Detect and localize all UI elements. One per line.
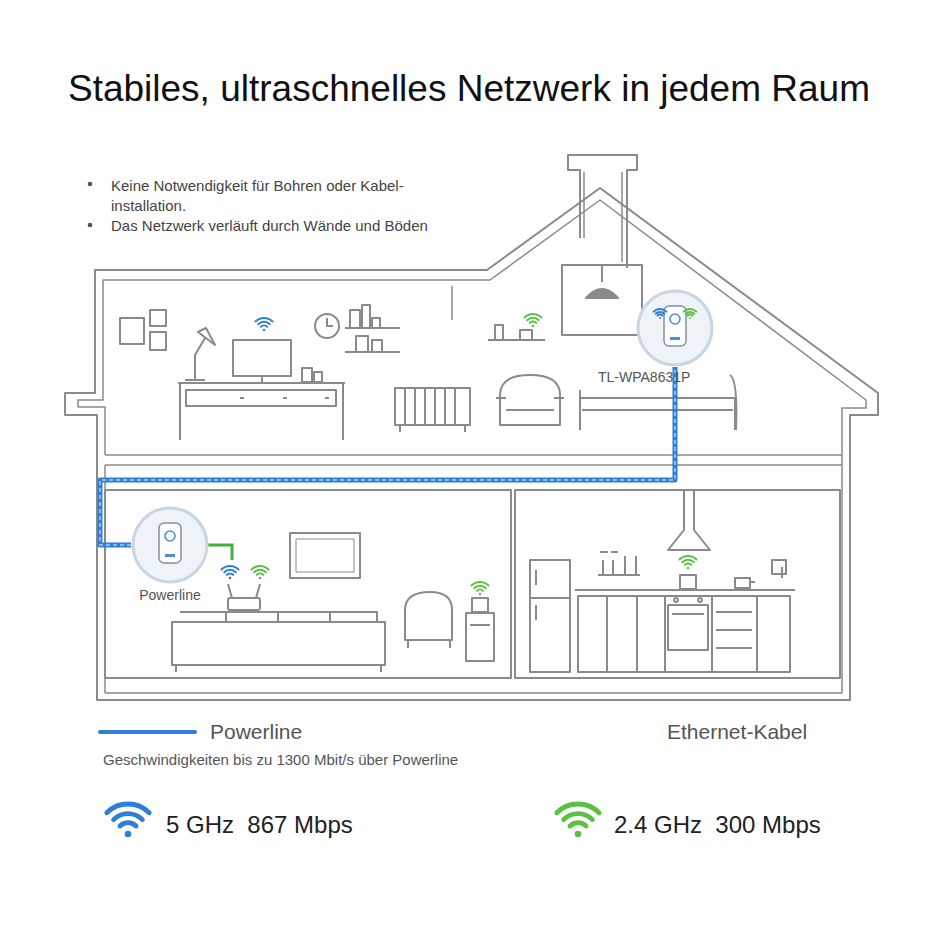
wifi-arc bbox=[472, 582, 489, 586]
wifi-arc bbox=[477, 589, 483, 590]
adapter-body bbox=[159, 523, 181, 563]
adapter-circle: Powerline bbox=[131, 506, 209, 584]
wifi-arc bbox=[107, 804, 149, 813]
wifi-arc bbox=[686, 312, 695, 314]
adapter-led bbox=[670, 314, 680, 324]
bullet-dot bbox=[88, 223, 93, 228]
wifi-arc bbox=[224, 570, 236, 572]
adapter-graphic bbox=[131, 506, 209, 584]
wifi-dot bbox=[229, 577, 232, 580]
circle-outline bbox=[638, 291, 712, 365]
wifi-arc bbox=[682, 560, 694, 562]
legend-text: Ethernet-Kabel bbox=[667, 720, 807, 744]
wifi-dot bbox=[687, 567, 690, 570]
wifi-arc bbox=[564, 814, 593, 820]
wifi-dot bbox=[125, 831, 132, 838]
wifi-arc bbox=[114, 814, 143, 820]
wifi-arc bbox=[530, 321, 536, 322]
wifi-dot bbox=[575, 831, 582, 838]
wifi-arc bbox=[685, 563, 691, 564]
wifi-icon bbox=[256, 318, 273, 331]
device-label: TL-WPA8631P bbox=[598, 369, 690, 385]
wifi-icon bbox=[107, 804, 149, 837]
wifi-icon bbox=[252, 566, 269, 579]
wifi-arc bbox=[227, 573, 233, 574]
device-label: Powerline bbox=[139, 587, 200, 603]
wifi-arc bbox=[257, 573, 263, 574]
legend-text: Powerline bbox=[210, 720, 302, 744]
wifi-arc bbox=[654, 309, 667, 312]
wifi-icon bbox=[525, 314, 542, 327]
title: Stabiles, ultraschnelles Netzwerk in jed… bbox=[0, 68, 938, 110]
wifi-arc bbox=[525, 314, 542, 318]
wifi-dot bbox=[479, 593, 482, 596]
adapter-wifi bbox=[654, 309, 697, 319]
wifi-icon bbox=[680, 556, 697, 569]
wifi-icon bbox=[684, 309, 697, 319]
legend-text: 2.4 GHz 300 Mbps bbox=[614, 811, 821, 839]
wifi-arc bbox=[656, 312, 665, 314]
wifi-dot bbox=[689, 317, 691, 319]
note: Geschwindigkeiten bis zu 1300 Mbit/s übe… bbox=[103, 750, 458, 770]
wifi-dot bbox=[263, 329, 266, 332]
wifi-icon bbox=[222, 566, 239, 579]
adapter-body bbox=[664, 306, 686, 346]
bullet-text: Das Netzwerk verläuft durch Wände und Bö… bbox=[111, 216, 428, 236]
wifi-arc bbox=[658, 315, 663, 316]
wifi-icon bbox=[654, 309, 667, 319]
wifi-icon bbox=[472, 582, 489, 595]
adapter-graphic bbox=[636, 289, 714, 367]
wifi-arc bbox=[688, 315, 693, 316]
bullet-text: Keine Notwendigkeit für Bohren oder Kabe… bbox=[111, 176, 461, 215]
adapter-led bbox=[165, 531, 175, 541]
wifi-arc bbox=[254, 570, 266, 572]
wifi-dot bbox=[659, 317, 661, 319]
wifi-arc bbox=[557, 804, 599, 813]
wifi-dot bbox=[532, 325, 535, 328]
adapter-circle: TL-WPA8631P bbox=[636, 289, 714, 367]
legend-text: 5 GHz 867 Mbps bbox=[166, 811, 353, 839]
wifi-dot bbox=[259, 577, 262, 580]
adapter-logo bbox=[670, 337, 680, 340]
wifi-arc bbox=[222, 566, 239, 570]
wifi-arc bbox=[527, 318, 539, 320]
wifi-arc bbox=[474, 586, 486, 588]
wifi-icon bbox=[557, 804, 599, 837]
wifi-arc bbox=[570, 823, 586, 826]
wifi-arc bbox=[252, 566, 269, 570]
wifi-arc bbox=[120, 823, 136, 826]
wifi-arc bbox=[258, 322, 270, 324]
adapter-logo bbox=[165, 554, 175, 557]
bullet-dot bbox=[88, 182, 93, 187]
circle-outline bbox=[133, 508, 207, 582]
wifi-arc bbox=[261, 325, 267, 326]
wifi-arc bbox=[256, 318, 273, 322]
wifi-arc bbox=[684, 309, 697, 312]
wifi-arc bbox=[680, 556, 697, 560]
